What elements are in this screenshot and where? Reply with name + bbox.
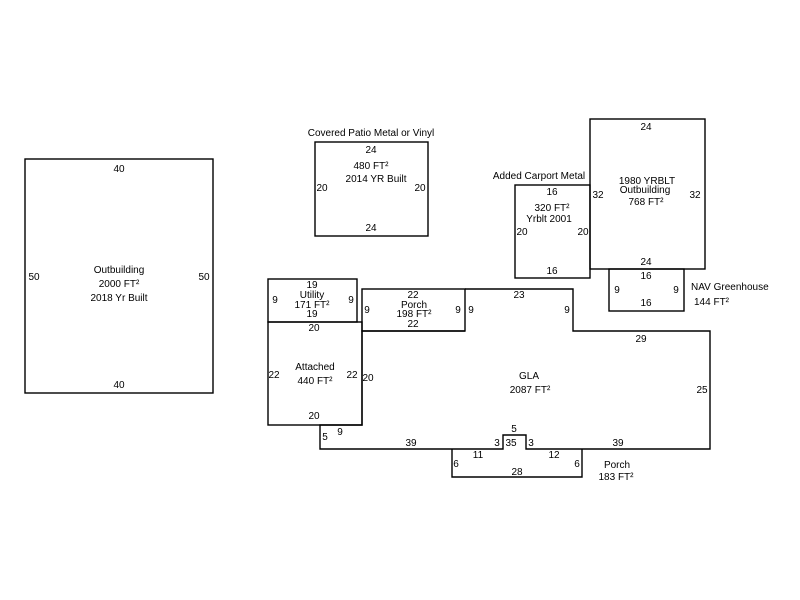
attached-dim-right: 22 [346,370,358,381]
nav-greenhouse-dim-right: 9 [673,285,679,296]
attached-dim-bottom: 20 [308,411,320,422]
outbuilding-right-dim-bottom: 24 [640,257,652,268]
gla-dim-right: 25 [696,385,708,396]
added-carport-dim-top: 16 [546,187,558,198]
attached-dim-top: 20 [308,323,320,334]
nav-greenhouse-outline [608,268,685,312]
added-carport-dim-bottom: 16 [546,266,558,277]
gla-dim-step-down: 9 [564,305,570,316]
outbuilding-left: 40 40 50 50 Outbuilding 2000 FT² 2018 Yr… [24,158,214,394]
outbuilding-left-dim-left: 50 [28,272,40,283]
nav-greenhouse: 16 16 9 9 NAV Greenhouse 144 FT² [608,268,769,312]
porch-top-label: Porch [401,300,427,311]
nav-greenhouse-area: 144 FT² [694,297,730,308]
outbuilding-left-dim-bottom: 40 [113,380,125,391]
gla: 9 23 9 29 25 39 3 5 3 35 39 9 5 20 GLA 2… [319,288,711,450]
added-carport-area: 320 FT² [534,203,570,214]
porch-top-dim-bottom: 22 [407,319,419,330]
gla-dim-top-a: 9 [468,305,474,316]
nav-greenhouse-dim-left: 9 [614,285,620,296]
covered-patio-dim-bottom: 24 [365,223,377,234]
porch-bottom-area: 183 FT² [598,472,634,483]
gla-outline [319,288,711,450]
porch-top: 22 22 9 9 Porch 198 FT² [361,288,466,332]
gla-dim-left-lower: 9 [337,427,343,438]
outbuilding-left-label: Outbuilding [94,265,145,276]
porch-bottom-dim-right: 6 [574,459,580,470]
outbuilding-right-area: 768 FT² [628,197,664,208]
covered-patio-outline [314,141,429,237]
utility-dim-right: 9 [348,295,354,306]
porch-top-area: 198 FT² [396,309,432,320]
covered-patio-title: Covered Patio Metal or Vinyl [308,128,435,139]
gla-dim-notch-top: 5 [511,424,517,435]
porch-bottom-label: Porch [604,460,630,471]
outbuilding-right-dim-left: 32 [592,190,604,201]
covered-patio-dim-right: 20 [414,183,426,194]
gla-dim-top-b: 23 [513,290,525,301]
gla-dim-left-step: 5 [322,432,328,443]
utility-label: Utility [300,290,324,301]
porch-bottom-outline [451,449,583,478]
added-carport-year: Yrblt 2001 [526,214,572,225]
porch-top-dim-left: 9 [364,305,370,316]
utility: 19 19 9 9 Utility 171 FT² [267,278,358,323]
covered-patio-year: 2014 YR Built [346,174,407,185]
covered-patio-area: 480 FT² [353,161,389,172]
attached-dim-left: 22 [268,370,280,381]
porch-bottom-dim-top-right: 12 [548,450,560,461]
outbuilding-left-dim-right: 50 [198,272,210,283]
nav-greenhouse-dim-bottom: 16 [640,298,652,309]
gla-dim-notch-inner: 35 [505,438,517,449]
outbuilding-left-area: 2000 FT² [99,279,140,290]
nav-greenhouse-label: NAV Greenhouse [691,282,769,293]
gla-area: 2087 FT² [510,385,551,396]
outbuilding-right-year: 1980 YRBLT [619,176,675,187]
gla-label: GLA [519,371,539,382]
utility-area: 171 FT² [294,300,330,311]
added-carport-title: Added Carport Metal [493,171,585,182]
outbuilding-left-year: 2018 Yr Built [90,293,147,304]
outbuilding-right-dim-right: 32 [689,190,701,201]
added-carport-dim-left: 20 [516,227,528,238]
porch-top-dim-top: 22 [407,290,419,301]
gla-dim-notch-left: 3 [494,438,500,449]
porch-bottom-dim-left: 6 [453,459,459,470]
gla-dim-bottom-right: 39 [612,438,624,449]
porch-top-dim-right: 9 [455,305,461,316]
porch-bottom: 6 6 28 11 12 Porch 183 FT² [451,449,634,483]
attached-label: Attached [295,362,334,373]
added-carport-dim-right: 20 [577,227,589,238]
added-carport: Added Carport Metal 16 16 20 20 320 FT² … [493,171,591,279]
outbuilding-right-label: Outbuilding [620,185,671,196]
gla-dim-notch-right: 3 [528,438,534,449]
gla-dim-left-side: 20 [362,373,374,384]
utility-dim-bottom: 19 [306,309,318,320]
porch-bottom-dim-bottom: 28 [511,467,523,478]
utility-dim-top: 19 [306,280,318,291]
outbuilding-left-dim-top: 40 [113,164,125,175]
outbuilding-left-outline [24,158,214,394]
nav-greenhouse-dim-top: 16 [640,271,652,282]
covered-patio: Covered Patio Metal or Vinyl 24 24 20 20… [308,128,435,237]
gla-dim-bottom-left: 39 [405,438,417,449]
covered-patio-dim-top: 24 [365,145,377,156]
covered-patio-dim-left: 20 [316,183,328,194]
porch-bottom-dim-top-left: 11 [473,450,484,461]
outbuilding-right-dim-top: 24 [640,122,652,133]
outbuilding-right: 24 24 32 32 1980 YRBLT Outbuilding 768 F… [589,118,706,270]
gla-dim-top-c: 29 [635,334,647,345]
utility-dim-left: 9 [272,295,278,306]
attached-area: 440 FT² [297,376,333,387]
attached: 20 20 22 22 Attached 440 FT² [267,321,363,426]
